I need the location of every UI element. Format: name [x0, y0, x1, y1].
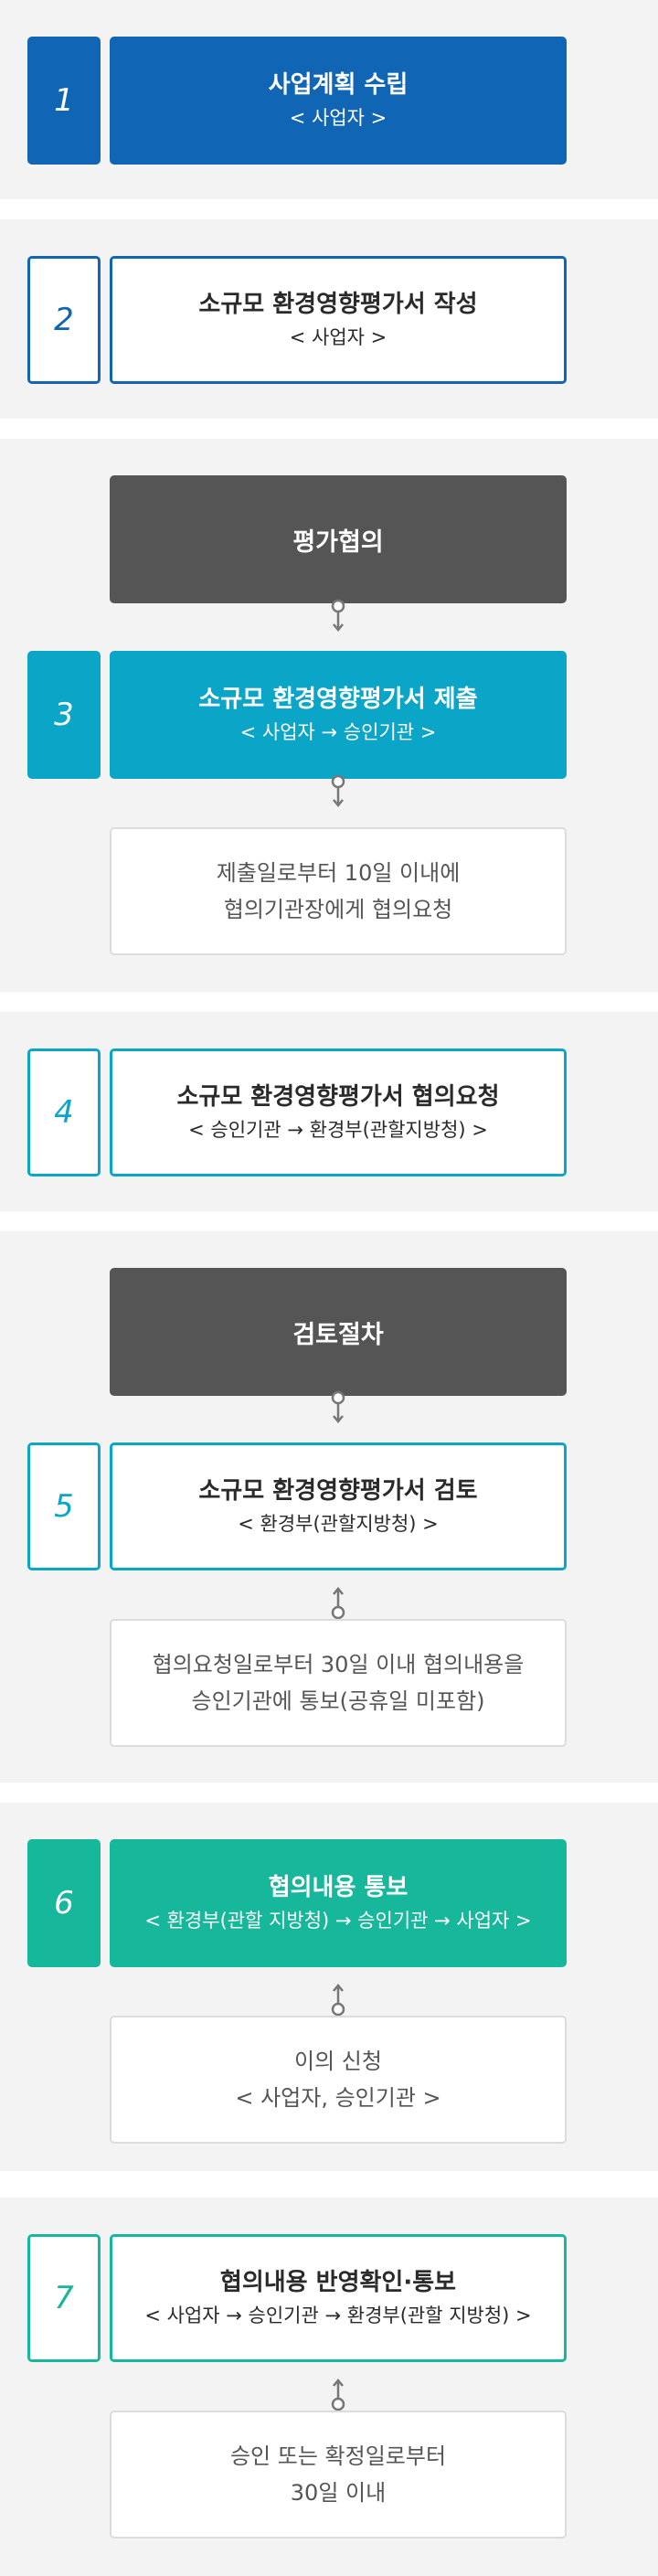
step-7-box: 협의내용 반영확인·통보 < 사업자 → 승인기관 → 환경부(관할 지방청) …	[110, 2234, 567, 2362]
step-3-number-badge: 3	[27, 651, 101, 779]
step-5-note-line-2: 승인기관에 통보(공휴일 미포함)	[191, 1688, 485, 1714]
connector-arrow-down-icon	[331, 1390, 345, 1423]
connector-arrow-up-icon	[331, 2379, 345, 2411]
step-5-title: 소규모 환경영향평가서 검토	[198, 1477, 478, 1505]
step-1-section: 1 사업계획 수립 < 사업자 >	[0, 0, 658, 199]
connector-arrow-down-icon	[331, 774, 345, 807]
connector-arrow-up-icon	[331, 1587, 345, 1620]
step-5-subtitle: < 환경부(관할지방청) >	[238, 1513, 439, 1535]
step-5-note-line-1: 협의요청일로부터 30일 이내 협의내용을	[152, 1652, 525, 1677]
step-5-section: 검토절차 5 소규모 환경영향평가서 검토 < 환경부(관할지방청) > 협의요…	[0, 1231, 658, 1783]
step-4-number-badge: 4	[27, 1048, 101, 1176]
step-6-box: 협의내용 통보 < 환경부(관할 지방청) → 승인기관 → 사업자 >	[110, 1839, 567, 1967]
step-6-note-line-1: 이의 신청	[294, 2049, 382, 2074]
step-7-note-line-1: 승인 또는 확정일로부터	[229, 2443, 447, 2469]
step-7-number-badge: 7	[27, 2234, 101, 2362]
step-3-number: 3	[54, 697, 74, 733]
step-2-number: 2	[54, 302, 74, 338]
step-6-section: 6 협의내용 통보 < 환경부(관할 지방청) → 승인기관 → 사업자 > 이…	[0, 1803, 658, 2171]
step-2-title: 소규모 환경영향평가서 작성	[198, 291, 478, 318]
step-6-number: 6	[54, 1885, 74, 1921]
step-1-subtitle: < 사업자 >	[289, 107, 387, 129]
step-3-process-text: 평가협의	[292, 527, 384, 557]
step-7-note: 승인 또는 확정일로부터 30일 이내	[110, 2411, 567, 2539]
step-5-box: 소규모 환경영향평가서 검토 < 환경부(관할지방청) >	[110, 1442, 567, 1570]
step-2-box: 소규모 환경영향평가서 작성 < 사업자 >	[110, 256, 567, 384]
step-4-subtitle: < 승인기관 → 환경부(관할지방청) >	[188, 1119, 488, 1141]
step-3-note-line-1: 제출일로부터 10일 이내에	[216, 860, 461, 886]
step-3-box: 소규모 환경영향평가서 제출 < 사업자 → 승인기관 >	[110, 651, 567, 779]
step-7-note-line-2: 30일 이내	[290, 2480, 387, 2506]
step-4-title: 소규모 환경영향평가서 협의요청	[176, 1083, 500, 1111]
step-4-box: 소규모 환경영향평가서 협의요청 < 승인기관 → 환경부(관할지방청) >	[110, 1048, 567, 1176]
step-4-section: 4 소규모 환경영향평가서 협의요청 < 승인기관 → 환경부(관할지방청) >	[0, 1012, 658, 1211]
step-3-title: 소규모 환경영향평가서 제출	[198, 686, 478, 713]
step-3-subtitle: < 사업자 → 승인기관 >	[239, 721, 437, 743]
step-5-process-text: 검토절차	[292, 1320, 384, 1349]
step-1-number-badge: 1	[27, 37, 101, 165]
step-5-process-label: 검토절차	[110, 1268, 567, 1396]
step-6-title: 협의내용 통보	[268, 1874, 409, 1901]
step-7-title: 협의내용 반영확인·통보	[219, 2269, 457, 2296]
step-6-number-badge: 6	[27, 1839, 101, 1967]
step-3-note-line-2: 협의기관장에게 협의요청	[223, 897, 453, 922]
step-2-subtitle: < 사업자 >	[289, 326, 387, 348]
step-4-number: 4	[54, 1094, 74, 1131]
step-3-note: 제출일로부터 10일 이내에 협의기관장에게 협의요청	[110, 827, 567, 955]
step-3-section: 평가협의 3 소규모 환경영향평가서 제출 < 사업자 → 승인기관 > 제출일…	[0, 439, 658, 992]
step-2-number-badge: 2	[27, 256, 101, 384]
step-7-number: 7	[54, 2280, 74, 2316]
connector-arrow-up-icon	[331, 1984, 345, 2017]
step-1-title: 사업계획 수립	[268, 71, 409, 99]
step-2-section: 2 소규모 환경영향평가서 작성 < 사업자 >	[0, 219, 658, 419]
step-6-note-line-2: < 사업자, 승인기관 >	[235, 2085, 441, 2111]
step-5-note: 협의요청일로부터 30일 이내 협의내용을 승인기관에 통보(공휴일 미포함)	[110, 1619, 567, 1747]
step-5-number: 5	[54, 1488, 74, 1525]
step-5-number-badge: 5	[27, 1442, 101, 1570]
step-3-process-label: 평가협의	[110, 475, 567, 603]
step-6-subtitle: < 환경부(관할 지방청) → 승인기관 → 사업자 >	[144, 1910, 532, 1932]
step-1-number: 1	[54, 82, 74, 119]
step-7-section: 7 협의내용 반영확인·통보 < 사업자 → 승인기관 → 환경부(관할 지방청…	[0, 2198, 658, 2576]
step-6-note: 이의 신청 < 사업자, 승인기관 >	[110, 2016, 567, 2144]
step-7-subtitle: < 사업자 → 승인기관 → 환경부(관할 지방청) >	[144, 2305, 532, 2326]
step-1-box: 사업계획 수립 < 사업자 >	[110, 37, 567, 165]
connector-arrow-down-icon	[331, 599, 345, 632]
